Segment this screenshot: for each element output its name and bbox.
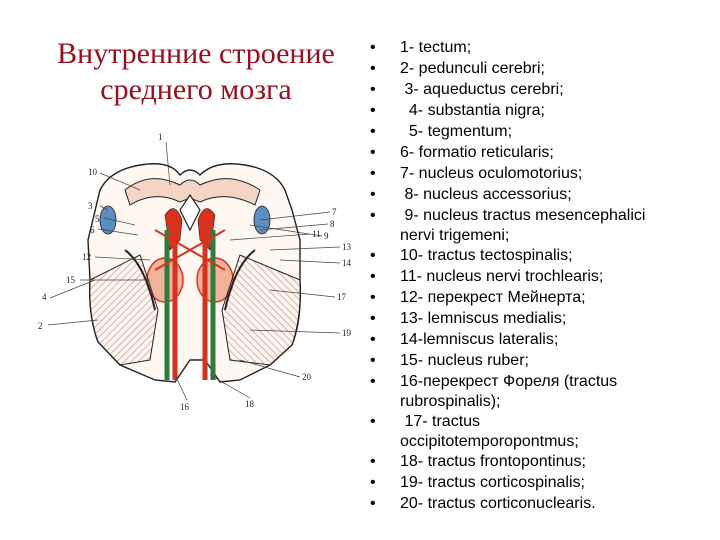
- label-18: 18: [245, 399, 255, 409]
- label-1: 1: [158, 132, 163, 142]
- legend-item: • 9- nucleus tractus mesencephalici nerv…: [366, 206, 716, 246]
- label-12: 12: [82, 252, 91, 262]
- bullet: •: [370, 495, 376, 512]
- legend-item: • 16-перекрест Фореля (tractus rubrospina…: [366, 372, 716, 412]
- label-11: 11: [312, 229, 321, 239]
- legend-item-text: 19- tractus corticospinalis;: [400, 474, 585, 491]
- legend-item: • 15- nucleus ruber;: [366, 351, 716, 372]
- legend-item: • 17- tractus occipitotemporopontmus;: [366, 412, 716, 452]
- legend-item-text: 20- tractus corticonuclearis.: [400, 495, 596, 512]
- legend-item: • 5- tegmentum;: [366, 122, 716, 143]
- label-3: 3: [88, 201, 93, 211]
- legend-item: • 1- tectum;: [366, 38, 716, 59]
- label-17: 17: [337, 292, 347, 302]
- title-line-2: среднего мозга: [100, 73, 292, 106]
- bullet: •: [370, 268, 376, 285]
- legend-item-text: 13- lemniscus medialis;: [400, 310, 567, 327]
- midbrain-cross-section-diagram: 1 2 3 4 5 6 7 8 9 10 11 12 13 14 15 16 1…: [38, 132, 352, 412]
- bullet: •: [370, 60, 376, 77]
- legend-item-text: 8- nucleus accessorius;: [400, 186, 572, 203]
- label-2: 2: [38, 321, 43, 331]
- bullet: •: [370, 186, 376, 203]
- label-10: 10: [88, 167, 98, 177]
- diagram-labels: 1 2 3 4 5 6 7 8 9 10 11 12 13 14 15 16 1…: [38, 132, 352, 412]
- bullet: •: [370, 331, 376, 348]
- legend-item-text: 6- formatio reticularis;: [400, 144, 554, 161]
- bullet: •: [370, 247, 376, 264]
- label-4: 4: [42, 292, 47, 302]
- bullet: •: [370, 207, 376, 224]
- bullet: •: [370, 289, 376, 306]
- pedunculus-left: [89, 254, 159, 366]
- substantia-nigra-left: [124, 249, 156, 311]
- leader-lines: [47, 141, 341, 401]
- label-15: 15: [66, 275, 76, 285]
- legend-item: • 10- tractus tectospinalis;: [366, 246, 716, 267]
- legend-item-text: 18- tractus frontopontinus;: [400, 453, 586, 470]
- legend-item-text: 5- tegmentum;: [400, 123, 513, 140]
- legend-item: • 19- tractus corticospinalis;: [366, 473, 716, 494]
- legend-item: • 20- tractus corticonuclearis.: [366, 494, 716, 515]
- legend-item: • 2- pedunculi cerebri;: [366, 59, 716, 80]
- label-16: 16: [180, 402, 190, 412]
- legend-item-text: 7- nucleus oculomotorius;: [400, 165, 583, 182]
- legend-item: • 12- перекрест Мейнерта;: [366, 288, 716, 309]
- bullet: •: [370, 310, 376, 327]
- bullet: •: [370, 81, 376, 98]
- legend-item-text: 12- перекрест Мейнерта;: [400, 289, 586, 306]
- legend-item-text: 16-перекрест Фореля (tractus rubrospinal…: [400, 373, 618, 410]
- decussation: [154, 229, 226, 271]
- legend-item: • 8- nucleus accessorius;: [366, 185, 716, 206]
- legend-list: • 1- tectum; • 2- pedunculi cerebri; • 3- …: [366, 38, 716, 515]
- bullet: •: [370, 144, 376, 161]
- substantia-nigra-right: [224, 249, 256, 311]
- legend-item-text: 4- substantia nigra;: [400, 102, 545, 119]
- label-7: 7: [332, 207, 337, 217]
- legend-item: • 3- aqueductus cerebri;: [366, 80, 716, 101]
- legend-item: • 14-lemniscus lateralis;: [366, 330, 716, 351]
- page-title: Внутренние строение среднего мозга: [28, 36, 364, 108]
- legend-item: • 11- nucleus nervi trochlearis;: [366, 267, 716, 288]
- label-5: 5: [95, 214, 100, 224]
- legend-item-text: 15- nucleus ruber;: [400, 352, 529, 369]
- legend-item-text: 17- tractus occipitotemporopontmus;: [400, 413, 579, 450]
- bullet: •: [370, 413, 376, 430]
- aqueductus-cerebri: [179, 193, 201, 232]
- bullet: •: [370, 453, 376, 470]
- label-8: 8: [330, 219, 335, 229]
- bullet: •: [370, 123, 376, 140]
- label-20: 20: [302, 372, 312, 382]
- label-6: 6: [90, 225, 95, 235]
- legend-item-text: 14-lemniscus lateralis;: [400, 331, 559, 348]
- tectum: [124, 178, 261, 206]
- blue-body-left: [99, 205, 117, 235]
- bullet: •: [370, 165, 376, 182]
- title-line-1: Внутренние строение: [57, 37, 335, 70]
- legend-item-text: 9- nucleus tractus mesencephalici nervi …: [400, 207, 646, 244]
- legend-item: • 6- formatio reticularis;: [366, 143, 716, 164]
- legend-item-text: 2- pedunculi cerebri;: [400, 60, 545, 77]
- nucleus-oculomotorius: [164, 208, 216, 251]
- legend-item: • 7- nucleus oculomotorius;: [366, 164, 716, 185]
- legend-item: • 4- substantia nigra;: [366, 101, 716, 122]
- label-14: 14: [342, 258, 352, 268]
- label-13: 13: [342, 242, 352, 252]
- bullet: •: [370, 373, 376, 390]
- bullet: •: [370, 39, 376, 56]
- legend-item-text: 11- nucleus nervi trochlearis;: [400, 268, 604, 285]
- legend-item-text: 3- aqueductus cerebri;: [400, 81, 564, 98]
- legend-item-text: 1- tectum;: [400, 39, 472, 56]
- bullet: •: [370, 352, 376, 369]
- bullet: •: [370, 102, 376, 119]
- bullet: •: [370, 474, 376, 491]
- label-19: 19: [342, 328, 352, 338]
- label-9: 9: [324, 231, 329, 241]
- legend-item: • 13- lemniscus medialis;: [366, 309, 716, 330]
- legend-item: • 18- tractus frontopontinus;: [366, 452, 716, 473]
- legend-item-text: 10- tractus tectospinalis;: [400, 247, 573, 264]
